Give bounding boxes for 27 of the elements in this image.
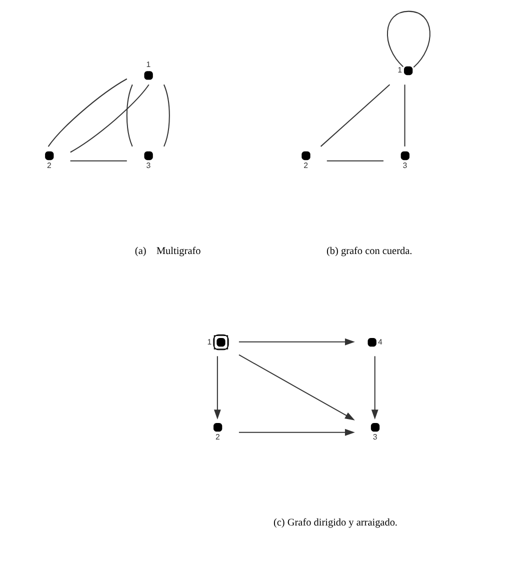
connector — [162, 84, 170, 147]
arrow — [238, 428, 354, 436]
label: (b) grafo con cuerda. — [326, 246, 412, 258]
connector — [70, 160, 126, 162]
node-label: 1 — [397, 66, 402, 75]
node-label: 2 — [46, 160, 51, 170]
node-label: 3 — [372, 432, 377, 442]
label: (c) Grafo dirigido y arraigado. — [272, 518, 397, 529]
node-label: 1 — [146, 60, 150, 70]
node-label: 2 — [303, 160, 308, 170]
node-label: 1 — [206, 337, 212, 346]
connector — [386, 10, 430, 68]
connector — [126, 84, 132, 147]
node-label: 3 — [402, 160, 407, 170]
label: (a) Multigrafo — [134, 246, 200, 258]
arrow — [213, 356, 220, 420]
node-label: 3 — [146, 160, 150, 170]
connector — [404, 84, 405, 146]
connector — [70, 84, 149, 153]
connector — [47, 78, 127, 147]
connector — [326, 160, 383, 162]
node-label: 2 — [214, 432, 220, 442]
node-label: 4 — [378, 337, 382, 346]
connector — [320, 84, 390, 147]
arrow — [370, 356, 378, 420]
arrow — [238, 354, 354, 420]
arrow — [238, 338, 354, 346]
